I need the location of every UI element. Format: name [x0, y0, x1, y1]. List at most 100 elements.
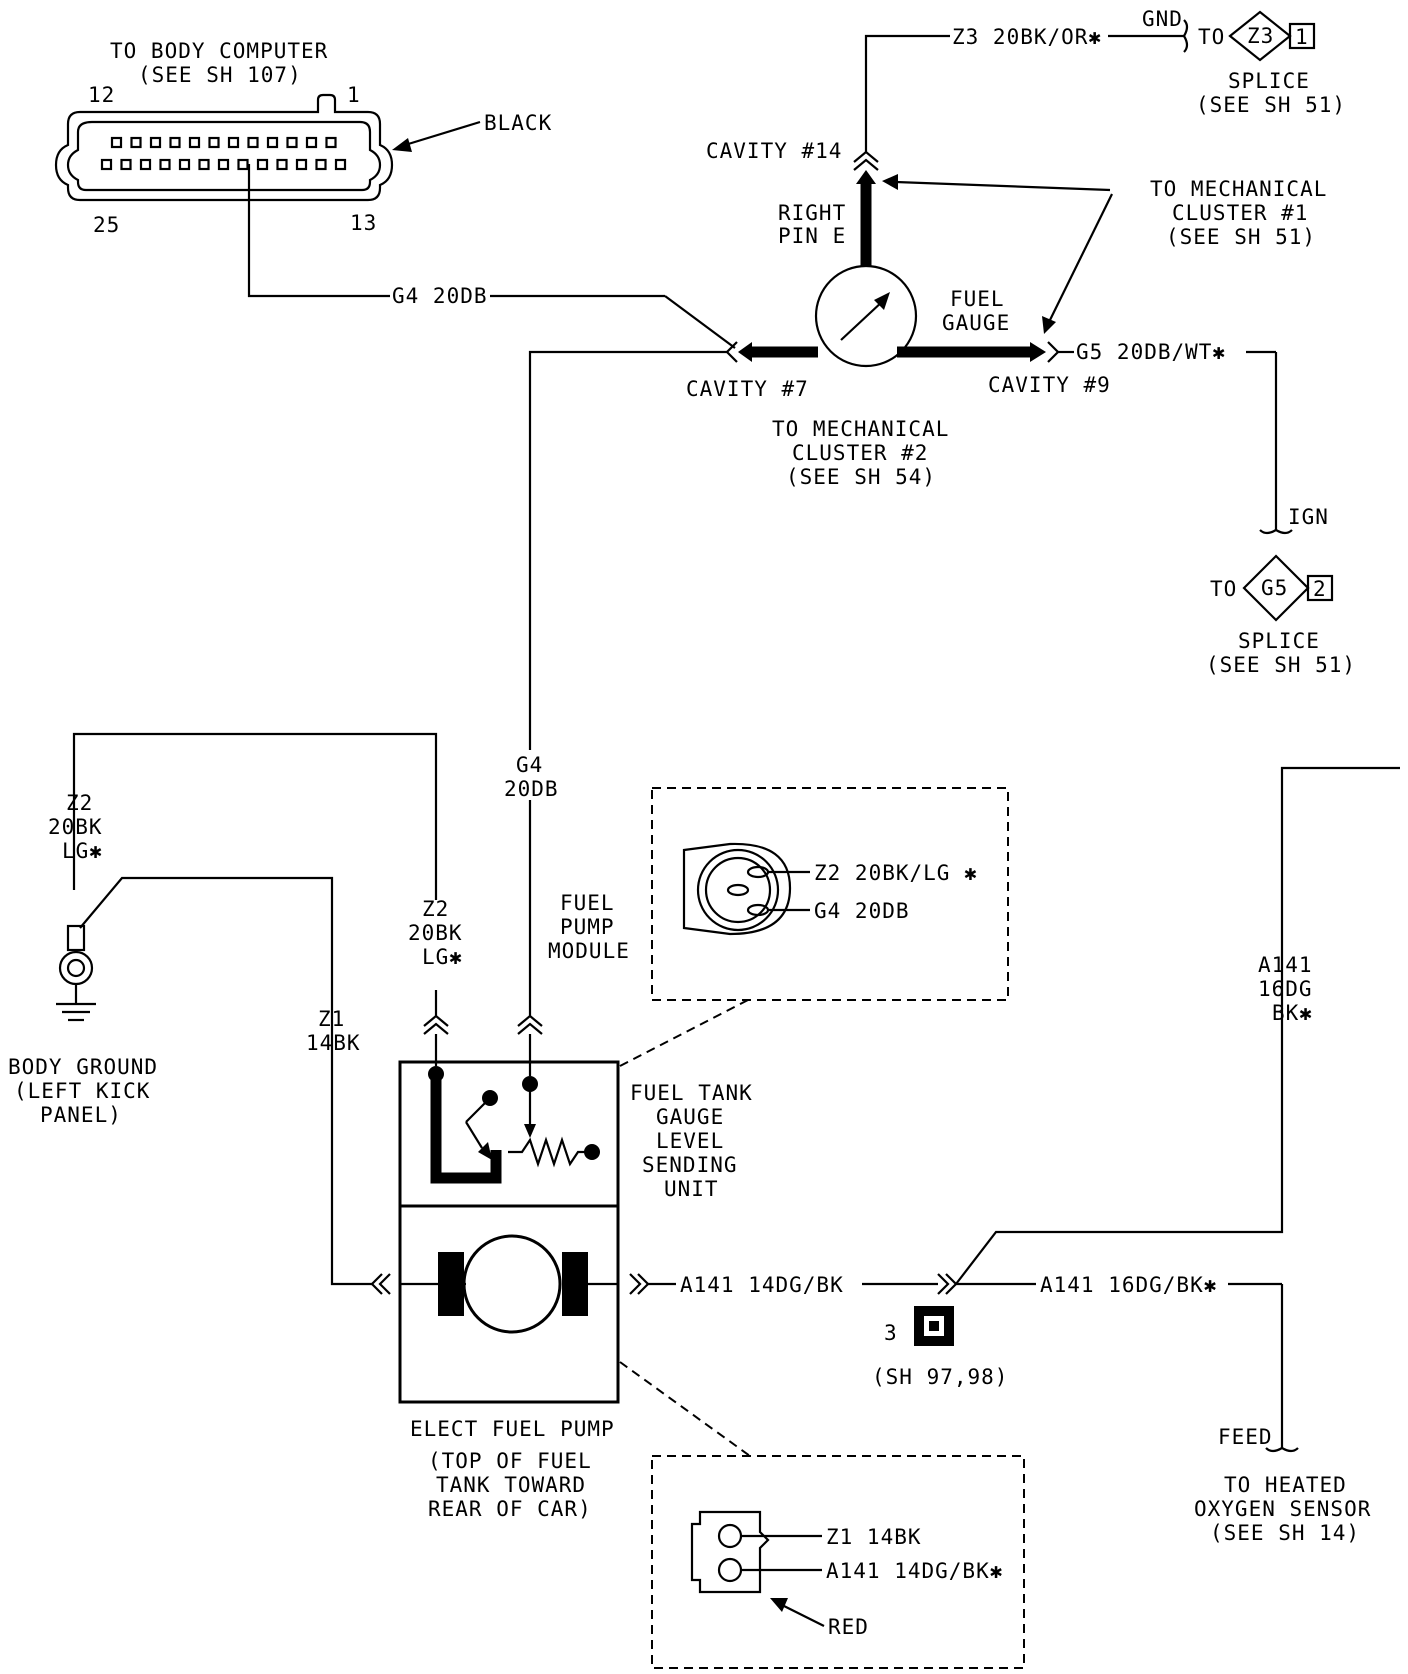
g5-splice-title: SPLICE — [1238, 629, 1320, 653]
z3-ground-wire: Z3 20BK/OR✱ GND TO Z3 1 SPLICE (SEE SH 5… — [864, 7, 1346, 152]
cavity-9-connector — [1047, 341, 1060, 363]
a141-splice-label: A141 16DG/BK✱ — [1040, 1273, 1217, 1297]
connector-pin — [169, 136, 181, 149]
fpm-label-3: MODULE — [548, 939, 630, 963]
z1-pump-connector — [370, 1273, 391, 1295]
connector-pin — [149, 136, 162, 149]
splice-ref: (SH 97,98) — [872, 1365, 1008, 1389]
cavity-7-label: CAVITY #7 — [686, 377, 809, 401]
g4-module-connector — [517, 1014, 543, 1035]
z2-module-connector — [423, 1014, 449, 1035]
g4-wire-label: G4 20DB — [392, 284, 488, 308]
mech-cluster-1-line3: (SEE SH 51) — [1166, 225, 1316, 249]
sender-label-3: LEVEL — [656, 1129, 724, 1153]
fpm-label-2: PUMP — [560, 915, 615, 939]
cavity-9-label: CAVITY #9 — [988, 373, 1111, 397]
fuel-tank-sending-unit — [428, 1034, 600, 1184]
pin-label-13: 13 — [350, 211, 377, 235]
mech-cluster-2-line1: TO MECHANICAL — [772, 417, 949, 441]
pump-label-4: REAR OF CAR) — [428, 1497, 592, 1521]
connector-pin — [178, 158, 191, 171]
g5-ignition-wire: G5 20DB/WT✱ IGN TO G5 2 SPLICE (SEE SH 5… — [1058, 340, 1356, 677]
ground-lug — [66, 924, 86, 952]
connector-pin — [208, 136, 220, 149]
connector-color-label: BLACK — [484, 111, 552, 135]
z2-mid-label-1: Z2 — [422, 897, 449, 921]
z2-left-label-2: 20BK — [48, 815, 103, 839]
z2-left-label-1: Z2 — [66, 791, 93, 815]
splice-number: 3 — [884, 1321, 898, 1345]
mech-cluster-2-line2: CLUSTER #2 — [792, 441, 928, 465]
a141-pump-connector — [629, 1273, 650, 1295]
mech-cluster-1-line1: TO MECHANICAL — [1150, 177, 1327, 201]
g5-wire-label: G5 20DB/WT✱ — [1076, 340, 1226, 364]
g4-wire-module: G4 20DB — [504, 350, 727, 1035]
needle-arrowhead — [874, 292, 890, 310]
z3-splice-ref: (SEE SH 51) — [1196, 93, 1346, 117]
connector-pin — [227, 136, 240, 149]
sender-resistor — [508, 1136, 590, 1168]
o2-sensor-label-3: (SEE SH 14) — [1210, 1521, 1360, 1545]
connector-pin — [188, 136, 201, 149]
conn2-color-label: RED — [828, 1615, 869, 1639]
o2-sensor-label-2: OXYGEN SENSOR — [1194, 1497, 1371, 1521]
g5-splice-ref: (SEE SH 51) — [1206, 653, 1356, 677]
body-computer-connector: TO BODY COMPUTER (SEE SH 107) 12 1 25 13… — [54, 39, 552, 237]
connector-pin — [139, 158, 152, 171]
connector-pin — [247, 136, 259, 149]
connector-pin — [325, 136, 337, 149]
a141-right-label-2: 16DG — [1258, 977, 1313, 1001]
color-leader — [404, 120, 481, 147]
module-outline — [398, 1060, 620, 1404]
fuel-gauge: CAVITY #14 RIGHT PIN E FUEL GAUGE CAVITY… — [686, 139, 1327, 489]
sender-label-5: UNIT — [664, 1177, 719, 1201]
mech-cluster-2-line3: (SEE SH 54) — [786, 465, 936, 489]
connector-pin — [217, 158, 230, 171]
pin-label-12: 12 — [88, 83, 115, 107]
a141-right-label-3: BK✱ — [1272, 1001, 1313, 1025]
cavity-14-connector — [853, 150, 879, 171]
gauge-needle — [840, 299, 885, 341]
fpm-label-1: FUEL — [560, 891, 615, 915]
g4-mid-label-2: 20DB — [504, 777, 559, 801]
connector-pin — [159, 158, 171, 171]
body-ground-line3: PANEL) — [40, 1103, 122, 1127]
sender-label-4: SENDING — [642, 1153, 738, 1177]
a141-splice-connector — [937, 1273, 958, 1295]
z3-wire-label: Z3 20BK/OR✱ — [952, 25, 1102, 49]
z3-splice-title: SPLICE — [1228, 69, 1310, 93]
g4-mid-label-1: G4 — [516, 753, 543, 777]
g5-splice-id: G5 — [1261, 576, 1288, 600]
ground-eyelet — [58, 950, 94, 986]
pump-label-1: ELECT FUEL PUMP — [410, 1417, 615, 1441]
g4-wire-body-computer: G4 20DB — [247, 164, 736, 349]
connector-pin-row-top — [110, 136, 337, 149]
pin-label-25: 25 — [93, 213, 120, 237]
sender-label-2: GAUGE — [656, 1105, 724, 1129]
connector-pin — [100, 158, 113, 171]
pump-label-3: TANK TOWARD — [436, 1473, 586, 1497]
connector-pin — [198, 158, 210, 171]
connector-pin — [130, 136, 142, 149]
o2-sensor-label-1: TO HEATED — [1224, 1473, 1347, 1497]
connector-pin — [266, 136, 279, 149]
connector-pin — [286, 136, 298, 149]
body-ground: BODY GROUND (LEFT KICK PANEL) Z1 14BK — [8, 876, 391, 1295]
g5-splice-pin: 2 — [1313, 577, 1327, 601]
connector-pin — [276, 158, 288, 171]
feed-label: FEED — [1218, 1425, 1273, 1449]
body-computer-ref: (SEE SH 107) — [138, 63, 302, 87]
z2-mid-label-2: 20BK — [408, 921, 463, 945]
z2-left-label-3: LG✱ — [62, 839, 103, 863]
body-computer-title: TO BODY COMPUTER — [110, 39, 328, 63]
mech-cluster-1-line2: CLUSTER #1 — [1172, 201, 1308, 225]
conn1-pin1-label: Z2 20BK/LG ✱ — [814, 861, 978, 885]
z1-label-1: Z1 — [318, 1007, 345, 1031]
a141-right-label-1: A141 — [1258, 953, 1313, 977]
right-pin-label-2: PIN E — [778, 224, 846, 248]
g5-splice-pin-box — [1306, 574, 1334, 602]
connector-pin-row-bottom — [100, 158, 347, 171]
module-connector-view — [682, 842, 810, 936]
connector-pin — [305, 136, 318, 149]
